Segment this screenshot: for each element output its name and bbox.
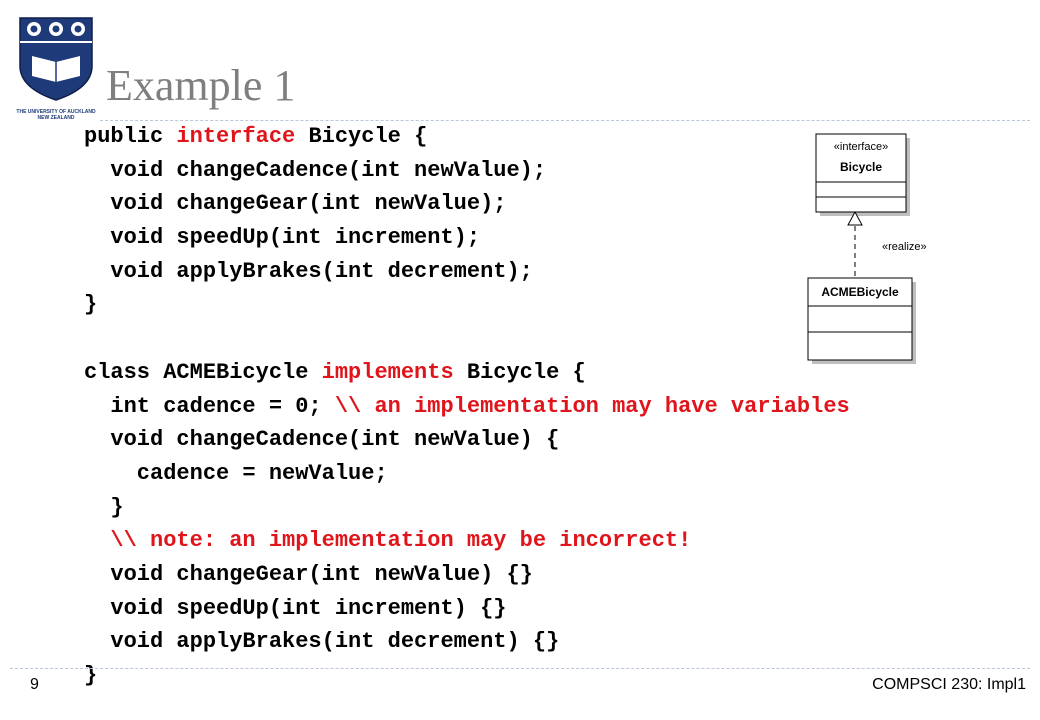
code-block: public interface Bicycle { void changeCa… [84,120,850,693]
code-text: Bicycle { [295,124,428,149]
code-line: void changeCadence(int newValue) { [84,423,850,457]
uml-relation-label: «realize» [882,241,927,253]
uml-interface-stereotype: «interface» [834,141,888,153]
code-line: void speedUp(int increment); [84,221,850,255]
code-line: } [84,659,850,693]
code-line [84,322,850,356]
code-text [84,528,110,553]
code-line: void changeGear(int newValue) {} [84,558,850,592]
code-line: \\ note: an implementation may be incorr… [84,524,850,558]
code-text: Bicycle { [453,359,586,385]
code-comment: \\ an implementation may have variables [334,393,850,419]
code-line: int cadence = 0; \\ an implementation ma… [84,390,850,424]
code-keyword: implements [321,359,454,385]
code-line: void changeCadence(int newValue); [84,154,850,188]
uml-class-box: ACMEBicycle [807,277,916,364]
code-text: void changeCadence(int newValue) { [84,427,560,453]
code-text: void changeCadence(int newValue); [84,157,547,183]
code-text: } [84,663,98,688]
code-text: void speedUp(int increment); [84,225,481,251]
code-text: } [84,494,124,520]
code-text: void applyBrakes(int decrement); [84,258,533,284]
logo-caption: THE UNIVERSITY OF AUCKLAND NEW ZEALAND [16,109,96,121]
code-line: } [84,491,850,525]
uml-class-name: ACMEBicycle [821,285,899,299]
uml-interface-box: «interface» Bicycle [815,133,910,216]
code-text: int cadence = 0; [84,393,335,419]
code-line: } [84,288,850,322]
code-keyword: interface [176,124,296,149]
logo-caption-line-1: THE UNIVERSITY OF AUCKLAND [16,109,96,115]
uml-diagram: «interface» Bicycle «realize» ACMEBicycl… [806,130,946,364]
code-line: void speedUp(int increment) {} [84,592,850,626]
code-line: void applyBrakes(int decrement) {} [84,625,850,659]
code-text: void speedUp(int increment) {} [84,595,507,621]
logo-caption-line-2: NEW ZEALAND [37,115,75,121]
code-line: cadence = newValue; [84,457,850,491]
code-line: void changeGear(int newValue); [84,187,850,221]
slide-title: Example 1 [106,61,296,110]
code-text: class ACMEBicycle [84,359,322,385]
code-text: void applyBrakes(int decrement) {} [84,629,560,655]
code-comment: \\ note: an implementation may be incorr… [110,528,692,554]
code-text: cadence = newValue; [84,460,388,486]
code-text: public [84,124,177,149]
university-logo: THE UNIVERSITY OF AUCKLAND NEW ZEALAND [16,14,96,121]
uml-interface-name: Bicycle [840,160,882,174]
code-line: void applyBrakes(int decrement); [84,255,850,289]
footer-course-label: COMPSCI 230: Impl1 [872,676,1026,693]
title-divider [100,120,1030,121]
page-number: 9 [30,676,39,693]
code-text: void changeGear(int newValue) {} [84,561,533,587]
code-text: } [84,292,98,318]
uml-realization-arrow [847,210,863,276]
code-line: public interface Bicycle { [84,120,850,154]
footer-divider [10,668,1030,669]
code-text: void changeGear(int newValue); [84,191,507,217]
university-crest-icon [19,17,93,101]
code-line: class ACMEBicycle implements Bicycle { [84,356,850,390]
